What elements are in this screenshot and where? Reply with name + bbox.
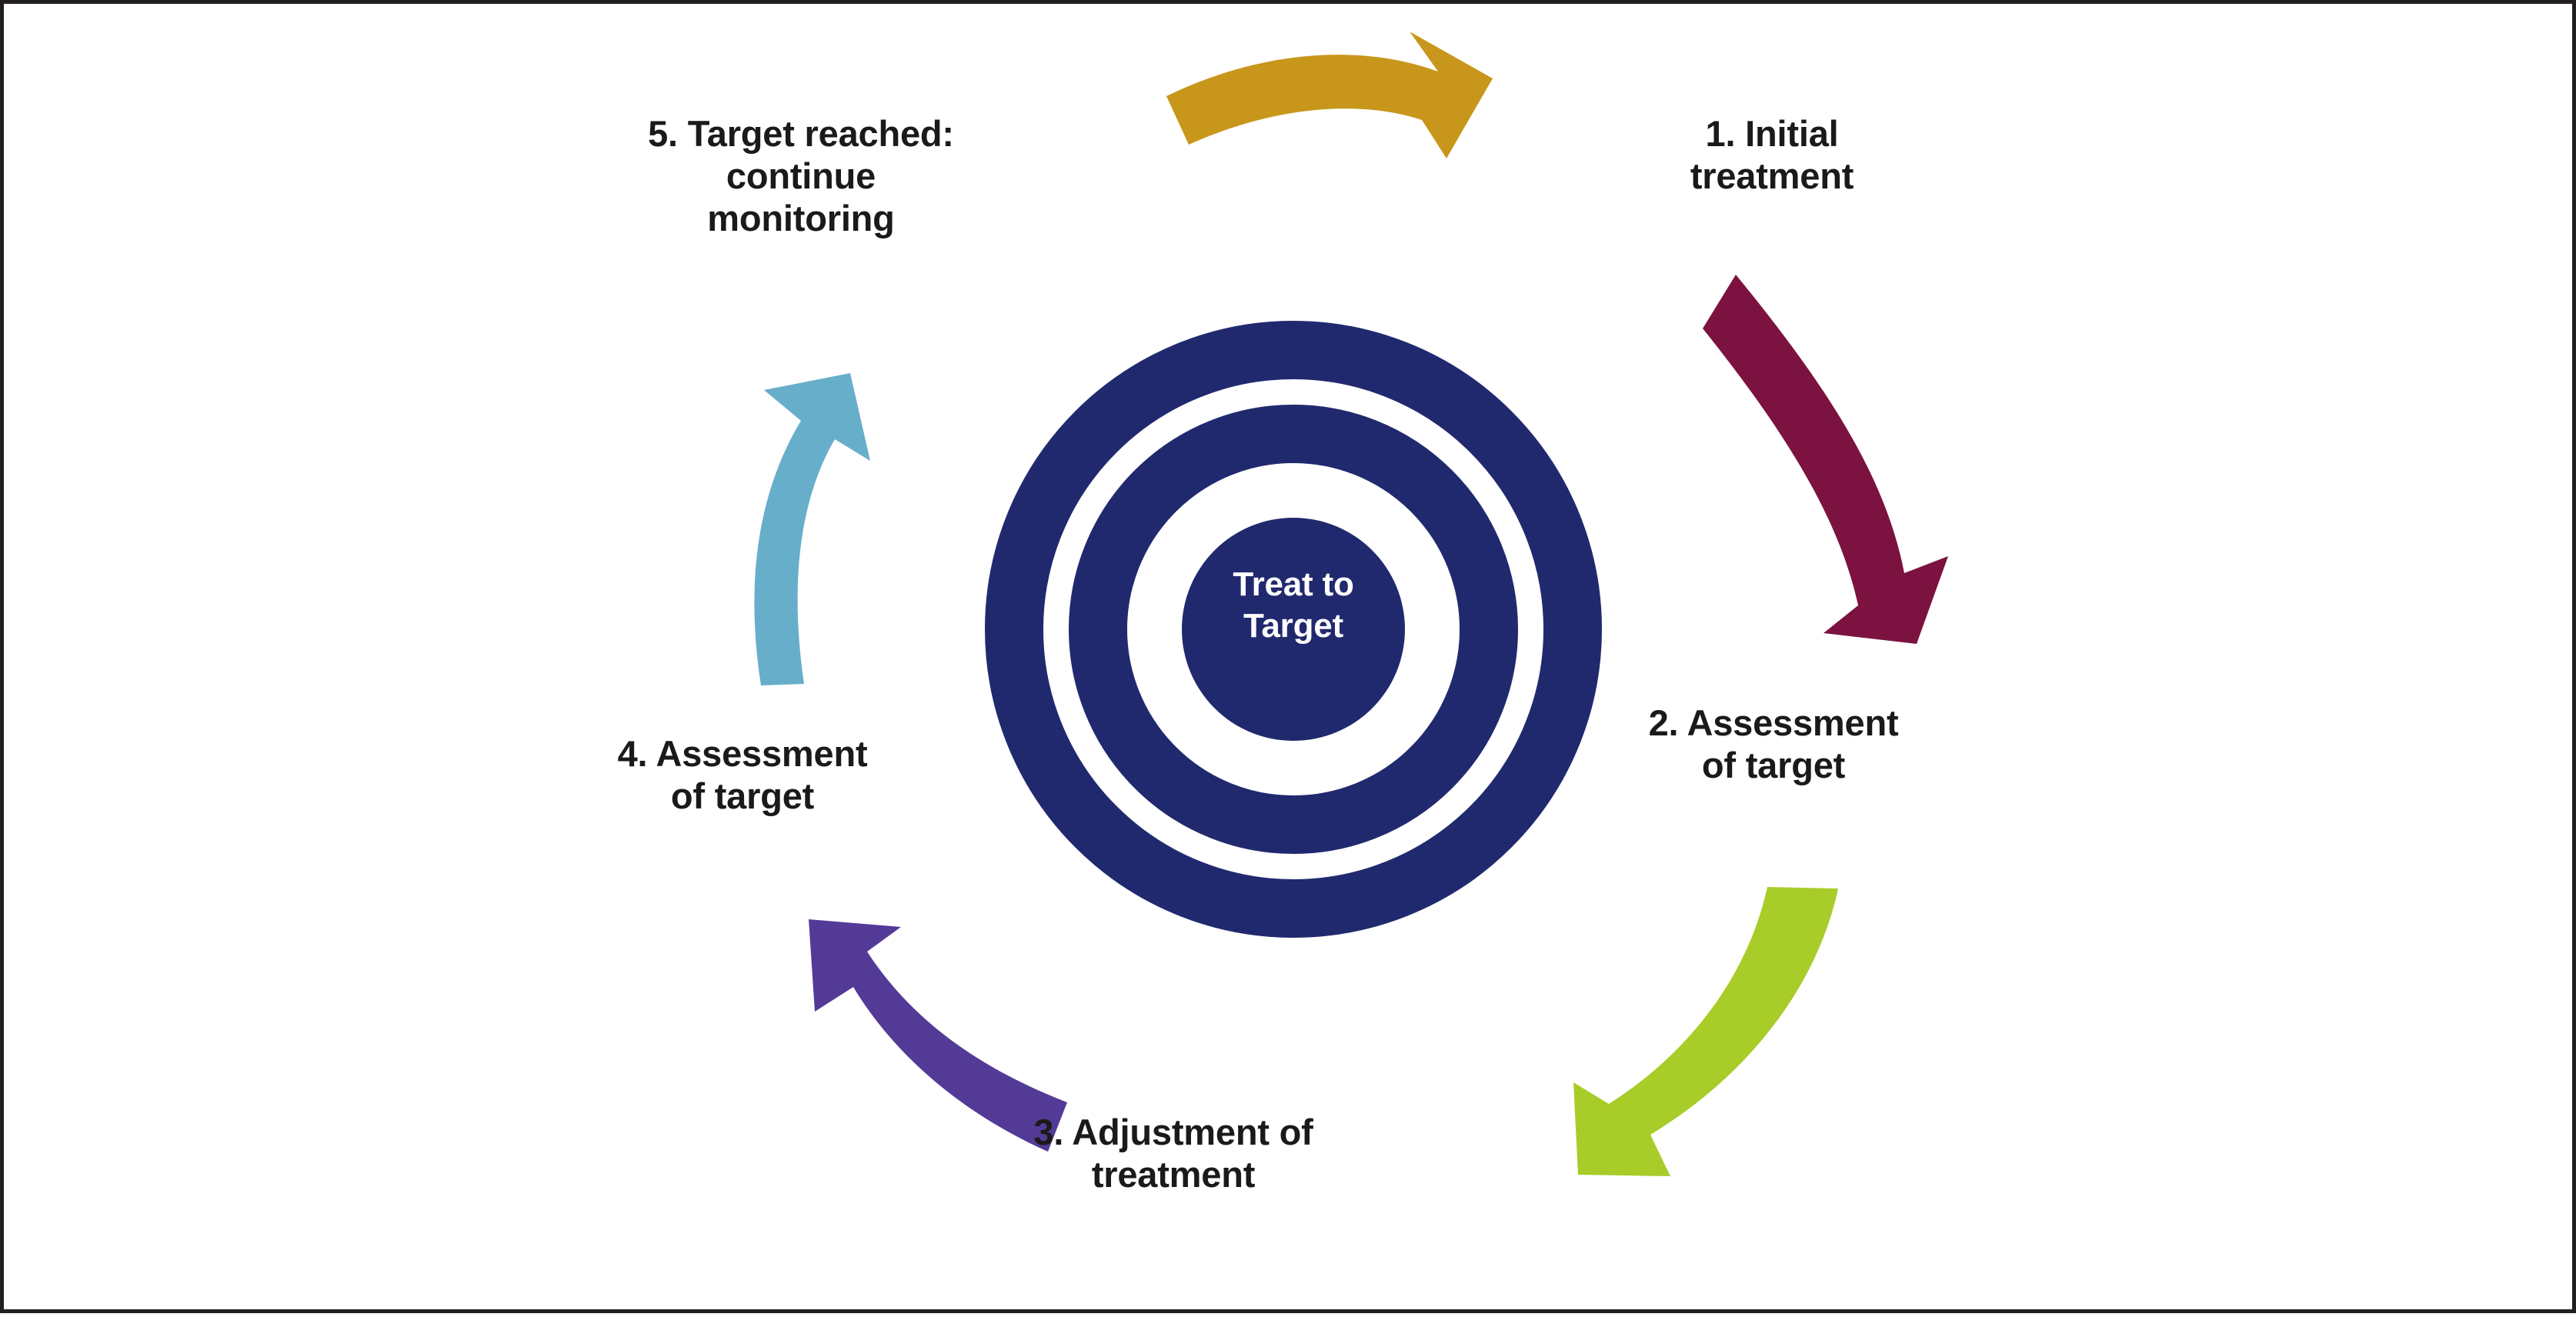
outer-ring <box>985 321 1602 938</box>
step-label-3: 3. Adjustment of treatment <box>1033 1112 1313 1195</box>
middle-ring <box>1069 405 1518 854</box>
step-label-2: 2. Assessment of target <box>1648 702 1899 785</box>
arrow-maroon-icon <box>1703 275 1948 644</box>
arrow-purple-icon <box>809 919 1067 1152</box>
center-label-treat-to-target: Treat to Target <box>1233 565 1354 645</box>
step-label-5: 5. Target reached: continue monitoring <box>648 113 954 238</box>
inner-core <box>1182 518 1405 741</box>
arrow-blue-icon <box>754 373 870 685</box>
treat-to-target-diagram <box>754 32 1948 1176</box>
step-label-1: 1. Initial treatment <box>1690 113 1854 196</box>
step-label-4: 4. Assessment of target <box>617 733 868 816</box>
target-rings <box>985 321 1602 938</box>
arrow-green-icon <box>1573 887 1838 1176</box>
arrow-gold-icon <box>1166 32 1493 158</box>
